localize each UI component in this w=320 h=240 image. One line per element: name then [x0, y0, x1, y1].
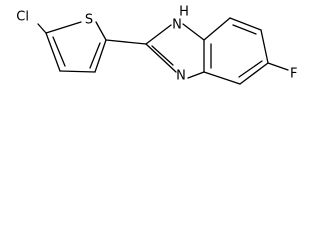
atom-fluorine-label: F: [290, 67, 297, 82]
bond-c5-f: [267, 62, 289, 71]
bond-benzene-c7a-c7: [203, 17, 231, 41]
atom-sulfur-label: S: [85, 13, 93, 28]
bond-thiophene-c4-c5: [45, 32, 61, 72]
bond-thiophene-c5-s: [45, 21, 82, 34]
atom-nh-hydrogen-label: H: [179, 5, 189, 20]
chemical-structure: Cl S H N N F: [16, 5, 297, 85]
bond-benzene-c6-c5: [260, 29, 269, 64]
bond-cl-c5: [37, 23, 47, 34]
bond-benzene-c7-c6-inner: [232, 24, 257, 35]
atom-nh-nitrogen-label: N: [172, 18, 182, 33]
atom-chlorine-label: Cl: [16, 10, 29, 25]
bond-benzene-c5-c4-inner: [238, 60, 263, 78]
bond-imidazole-n3-c2-inner: [151, 45, 174, 66]
bond-thiophene-c2-c3: [94, 39, 107, 73]
bond-benzene-c4-c3a: [203, 71, 241, 85]
bond-imidazole-n3-c2: [145, 43, 177, 73]
atom-imine-nitrogen-label: N: [176, 69, 186, 84]
bond-imidazole-n1-c7a: [182, 23, 205, 41]
bond-benzene-c5-c4: [239, 62, 269, 85]
bond-thiophene-c2-c3-inner: [89, 42, 101, 69]
bond-imidazole-c2-n1: [145, 24, 172, 45]
bond-thiophene-imidazole: [105, 39, 147, 45]
bond-thiophene-c4-c5-inner: [52, 36, 66, 67]
bond-benzene-c7-c6: [229, 17, 262, 31]
bond-imidazole-c3a-n3: [187, 71, 205, 79]
bond-thiophene-c3-c4: [59, 70, 96, 73]
bond-thiophene-s-c2: [95, 21, 107, 41]
